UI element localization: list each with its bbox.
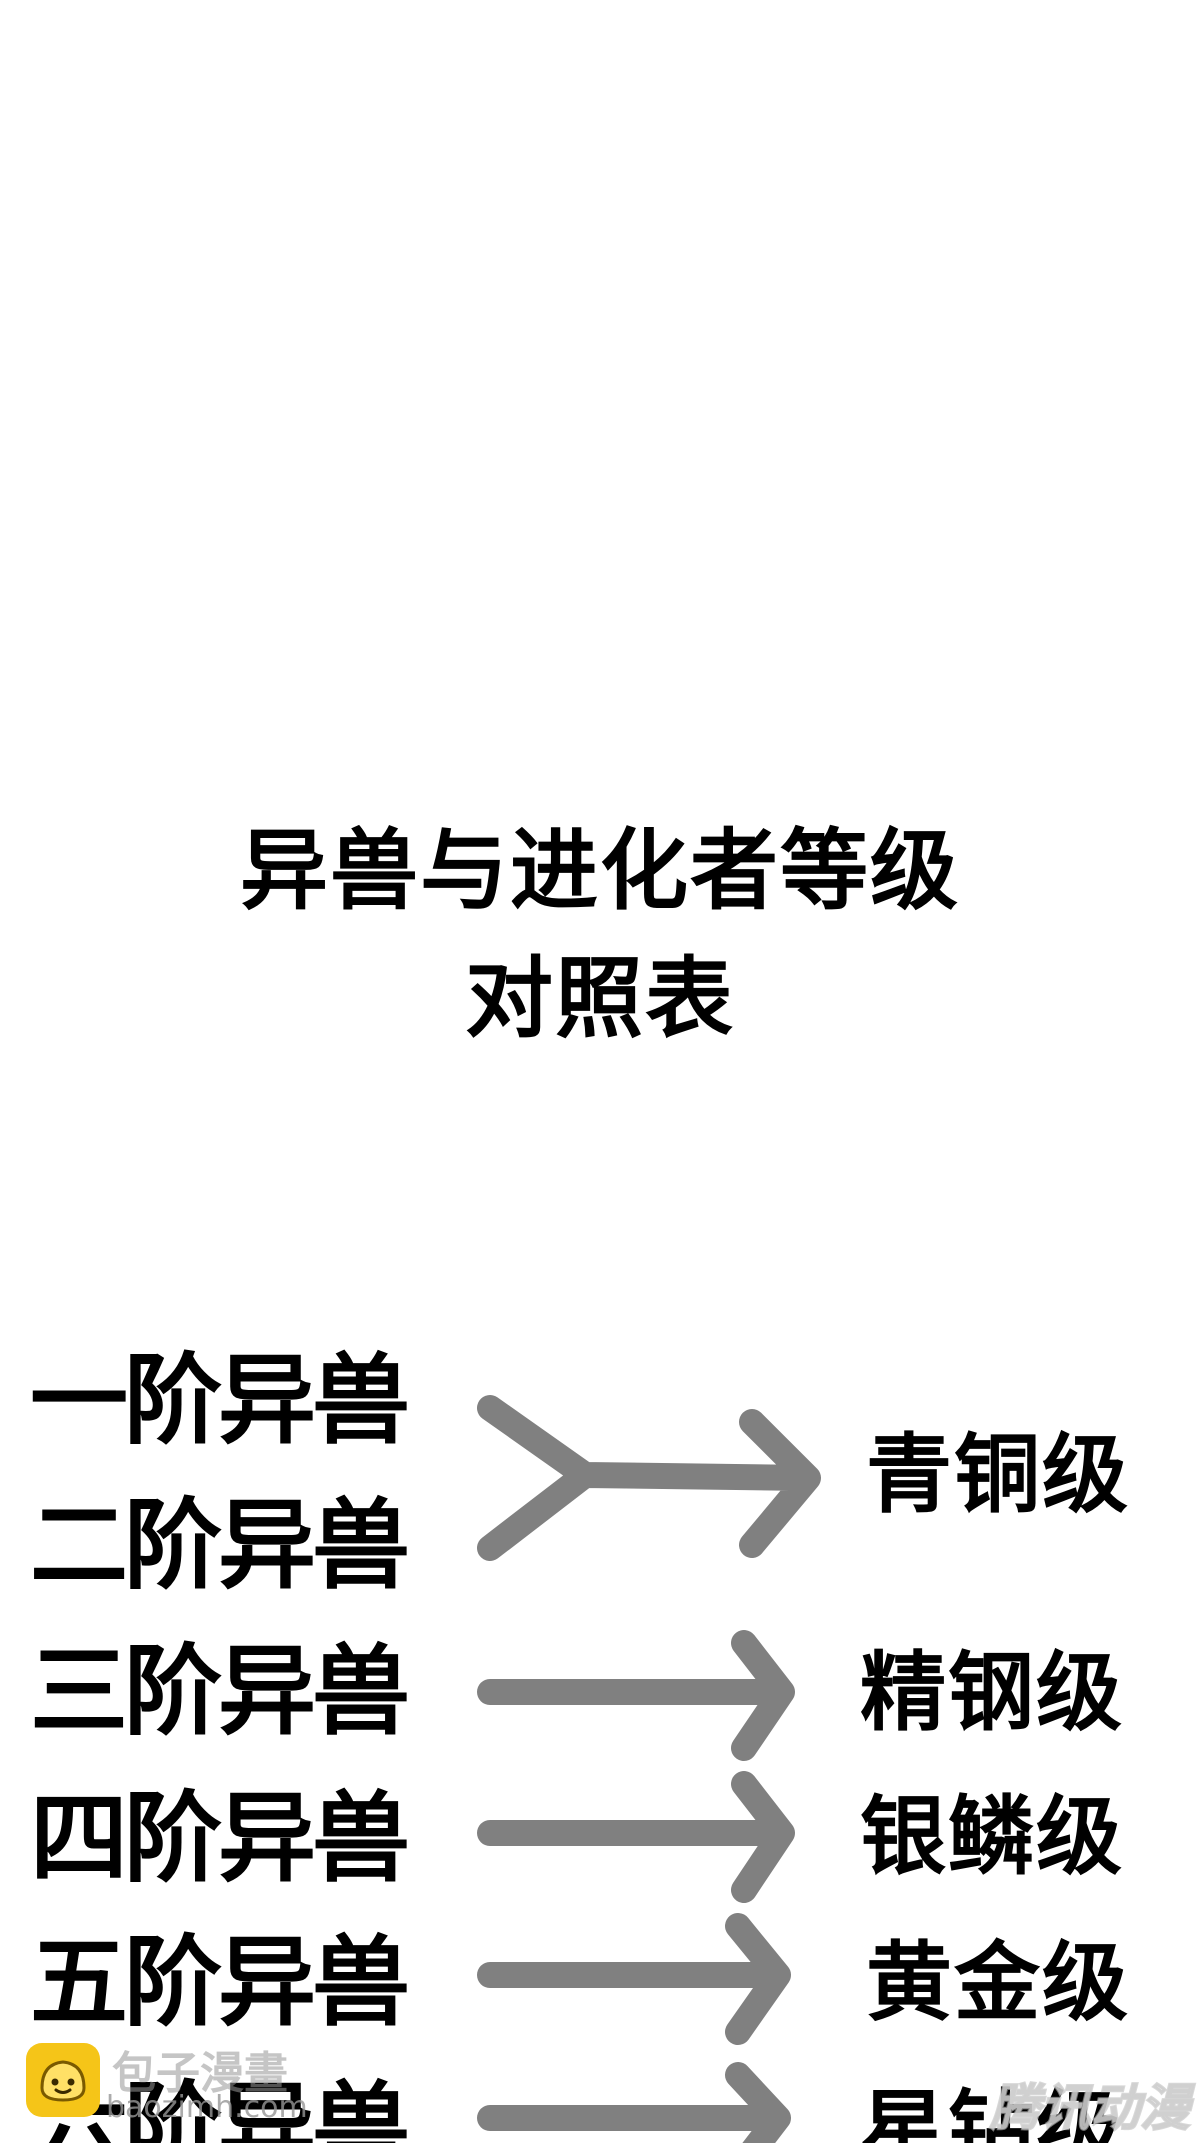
- arrow-icon-3: [477, 1630, 795, 1761]
- rank-label-bronze: 青铜级: [866, 1425, 1130, 1525]
- arrow-icon-6: [477, 2062, 791, 2143]
- beast-label-5: 五阶异兽: [30, 1926, 410, 2040]
- watermark-site-url: baozimh.com: [106, 2090, 308, 2125]
- page-title: 异兽与进化者等级: [239, 819, 960, 922]
- rank-label-silver: 银鳞级: [860, 1787, 1124, 1887]
- rank-label-gold: 黄金级: [866, 1933, 1130, 2033]
- merge-arrow-icon: [477, 1395, 821, 1561]
- watermark-site-name: 包子漫畫: [112, 2048, 288, 2099]
- arrow-icon-4: [477, 1771, 795, 1903]
- rank-label-steel: 精钢级: [860, 1643, 1124, 1743]
- arrow-icon-5: [477, 1913, 791, 2045]
- beast-label-4: 四阶异兽: [30, 1782, 410, 1896]
- watermark-publisher: 腾讯动漫: [989, 2078, 1191, 2138]
- rank-label-diamond: 星钻级: [860, 2081, 1124, 2143]
- beast-label-2: 二阶异兽: [30, 1489, 410, 1603]
- page-subtitle: 对照表: [464, 947, 735, 1050]
- beast-label-1: 一阶异兽: [30, 1344, 410, 1458]
- beast-label-3: 三阶异兽: [30, 1635, 410, 1749]
- bun-face-icon: [40, 2060, 86, 2102]
